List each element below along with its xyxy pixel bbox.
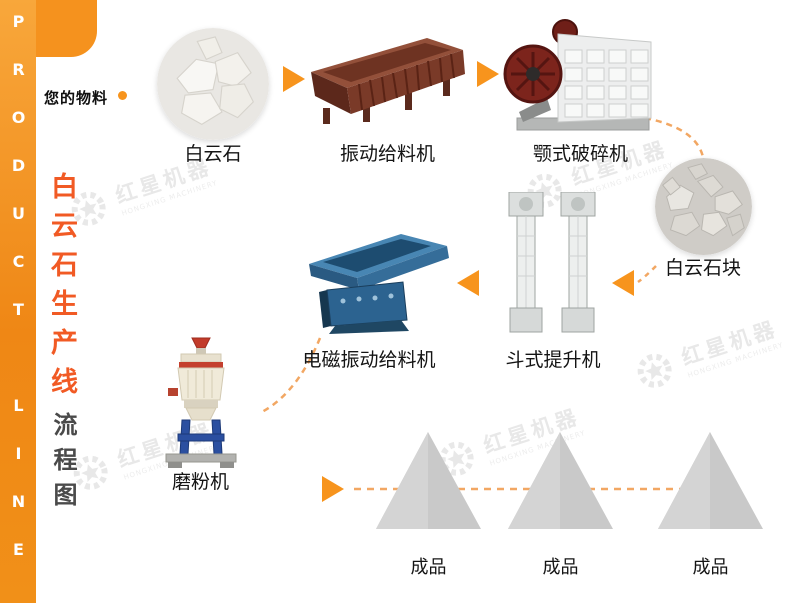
- grinding-mill-machine: [165, 337, 237, 468]
- flow-arrow-right: [477, 61, 499, 87]
- jaw-crusher-image: [503, 18, 658, 136]
- watermark-text: 红星机器: [678, 316, 782, 371]
- page-title-vertical: 白云石生产线: [46, 172, 77, 406]
- powder-pile-image: [508, 432, 613, 529]
- material-tag-label: 您的物料: [44, 89, 109, 107]
- product-pile-3: [658, 432, 763, 529]
- powder-pile-image: [658, 432, 763, 529]
- electromagnetic-feeder-label: 电磁振动给料机: [302, 349, 436, 371]
- jaw-crusher-label: 颚式破碎机: [532, 143, 628, 165]
- bucket-elevator-machine: [508, 192, 596, 333]
- flow-arrow-right: [283, 66, 305, 92]
- vibrating-feeder-machine: [311, 38, 465, 124]
- grinding-mill-label: 磨粉机: [171, 471, 229, 493]
- flow-arrow-left: [457, 270, 479, 296]
- bucket-elevator-label: 斗式提升机: [505, 349, 601, 371]
- material-dot: [118, 91, 127, 100]
- gray-gravel-image: [655, 158, 752, 255]
- dolomite-lumps-photo: [655, 158, 752, 255]
- watermark-subtext: HONGXING MACHINERY: [686, 340, 785, 380]
- flow-arrow-left: [612, 270, 634, 296]
- jaw-crusher-machine: [503, 19, 652, 131]
- product-pile-1: [376, 432, 481, 529]
- gear-star-icon: [637, 353, 672, 388]
- sidebar-vertical-text: PRODUCT LINE: [9, 12, 28, 588]
- electromagnetic-feeder-image: [283, 228, 455, 336]
- dolomite-photo: [157, 28, 269, 140]
- vibrating-feeder-label: 振动给料机: [339, 143, 435, 165]
- electromagnetic-feeder-machine: [309, 234, 449, 334]
- sidebar-strip: [0, 0, 36, 603]
- white-rocks-image: [157, 28, 269, 140]
- bucket-elevator-image: [503, 192, 603, 335]
- page-subtitle-vertical: 流程图: [49, 412, 77, 517]
- dolomite-label: 白云石: [184, 143, 242, 165]
- vibrating-feeder-image: [305, 30, 470, 130]
- dolomite-lumps-label: 白云石块: [664, 257, 741, 279]
- grinding-mill-image: [148, 336, 253, 470]
- product-label-2: 成品: [542, 557, 579, 578]
- product-label-3: 成品: [692, 557, 729, 578]
- brand-watermark: 红星机器 HONGXING MACHINERY: [627, 310, 786, 399]
- watermark-subtext: HONGXING MACHINERY: [120, 178, 219, 218]
- product-label-1: 成品: [410, 557, 447, 578]
- flow-arrow-right: [322, 476, 344, 502]
- powder-pile-image: [376, 432, 481, 529]
- product-pile-2: [508, 432, 613, 529]
